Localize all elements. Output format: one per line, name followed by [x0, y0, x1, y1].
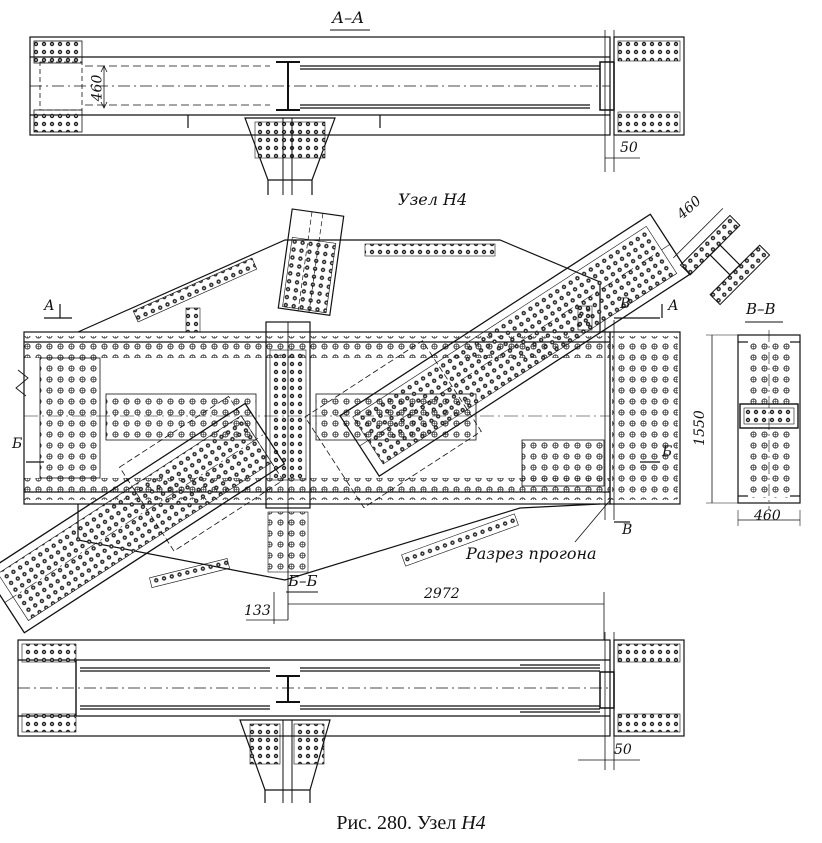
cut-note: Разрез прогона [466, 544, 597, 563]
section-aa-title: А–А [332, 8, 365, 27]
caption-prefix: Рис. 280. Узел [336, 812, 462, 834]
caption-node: Н4 [461, 812, 486, 834]
node-title: Узел Н4 [398, 190, 468, 209]
section-vv-title: В–В [746, 300, 776, 318]
section-mark-a-right: А [668, 298, 679, 314]
section-mark-v-bottom: В [622, 522, 633, 538]
dimension-1550: 1550 [691, 410, 708, 446]
section-aa-view [29, 29, 685, 195]
section-mark-a-left: А [44, 298, 55, 314]
section-mark-b-right: Б [662, 444, 673, 460]
section-bb-title: Б–Б [288, 572, 318, 590]
node-main-view [0, 208, 691, 640]
dimension-50-top: 50 [620, 140, 638, 156]
dimension-460-vv: 460 [754, 508, 781, 524]
dimension-460-height: 460 [89, 74, 106, 102]
figure-caption: Рис. 280. Узел Н4 [0, 812, 822, 835]
dimension-2972: 2972 [424, 586, 460, 602]
section-mark-v-top: В [620, 296, 631, 312]
section-vv-view [706, 321, 801, 526]
dimension-133: 133 [244, 603, 271, 619]
section-mark-b-left: Б [12, 436, 23, 452]
h-section-rotated [673, 208, 771, 306]
section-bb-view [17, 632, 685, 803]
dimension-50-bottom: 50 [614, 742, 632, 758]
